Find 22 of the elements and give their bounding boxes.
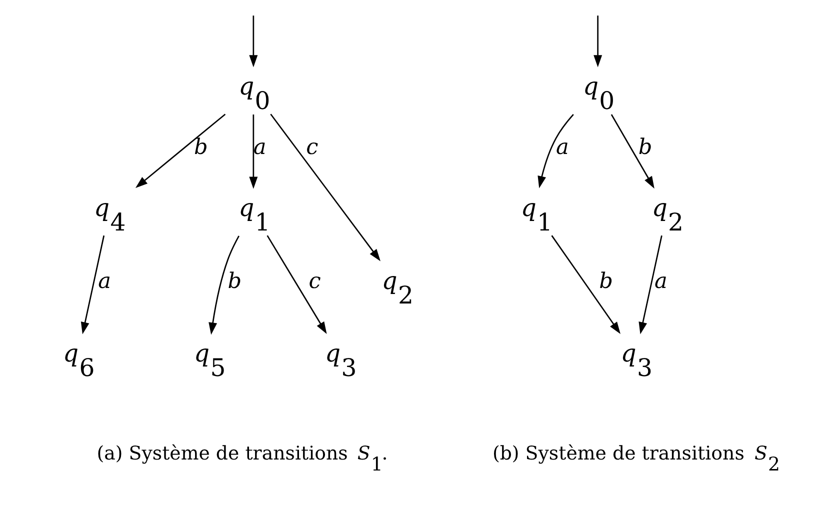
arrow <box>208 235 239 334</box>
edge-label: c <box>308 268 320 294</box>
arrow <box>248 15 258 67</box>
edge-label: c <box>306 134 318 160</box>
arrow <box>593 15 602 67</box>
edge-label: b <box>194 134 208 160</box>
arrow <box>266 234 326 334</box>
edge-label: b <box>227 268 242 294</box>
arrow <box>270 113 380 261</box>
arrow <box>80 234 104 334</box>
edge-label: a <box>654 268 667 294</box>
edge-label: a <box>252 134 266 160</box>
edge-label: a <box>555 134 568 160</box>
arrow <box>550 234 620 334</box>
arrow <box>537 113 574 188</box>
arrow <box>638 234 662 334</box>
edge-label: b <box>638 134 652 160</box>
arrow <box>248 114 258 188</box>
edge-label: a <box>98 268 110 294</box>
edge-label: b <box>598 268 613 294</box>
arrow <box>610 114 654 188</box>
arrow <box>134 113 226 188</box>
